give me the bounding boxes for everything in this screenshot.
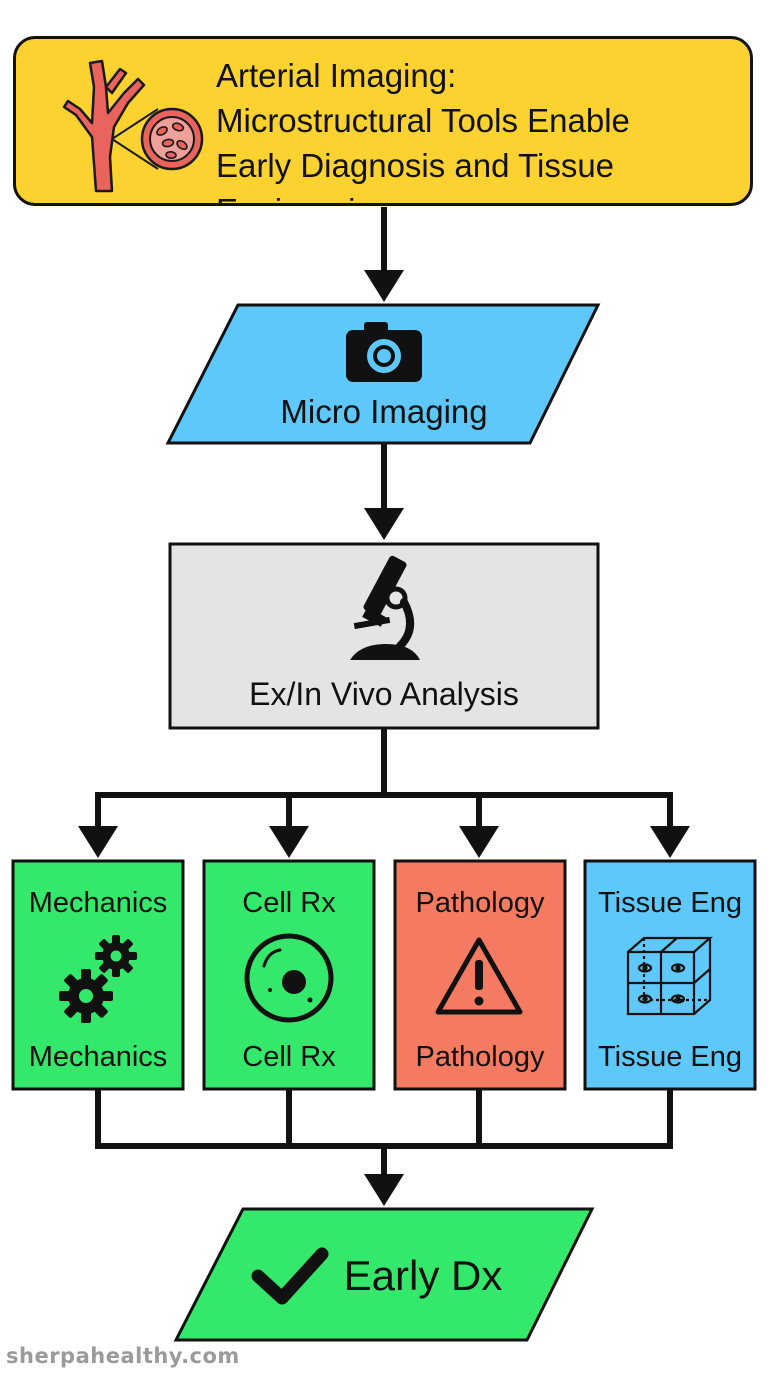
- cell-rx-top-label: Cell Rx: [242, 887, 336, 919]
- node-analysis: Ex/In Vivo Analysis: [168, 542, 600, 730]
- arrowhead-imaging: [364, 270, 404, 302]
- node-tissue-eng: Tissue Eng Tissue Eng: [583, 859, 757, 1091]
- mechanics-top-label: Mechanics: [29, 887, 168, 919]
- pathology-top-label: Pathology: [416, 887, 545, 919]
- arrowhead-analysis: [364, 508, 404, 540]
- checkmark-icon: [251, 1247, 329, 1305]
- title-box: Arterial Imaging: Microstructural Tools …: [13, 36, 753, 206]
- node-cell-rx: Cell Rx Cell Rx: [202, 859, 376, 1091]
- micro-imaging-label: Micro Imaging: [280, 393, 487, 430]
- arrowhead-pathology: [459, 826, 499, 858]
- watermark: sherpahealthy.com: [6, 1344, 240, 1368]
- title-line-2: Microstructural Tools Enable: [216, 102, 630, 139]
- title-line-1: Arterial Imaging:: [216, 57, 457, 94]
- warning-icon: [435, 937, 523, 1015]
- arrowhead-early-dx: [364, 1174, 404, 1206]
- mechanics-bottom-label: Mechanics: [29, 1041, 168, 1073]
- tissue-eng-top-label: Tissue Eng: [598, 887, 742, 919]
- pathology-bottom-label: Pathology: [416, 1041, 545, 1073]
- tissue-eng-bottom-label: Tissue Eng: [598, 1041, 742, 1073]
- early-dx-label: Early Dx: [344, 1252, 503, 1299]
- node-pathology: Pathology Pathology: [393, 859, 567, 1091]
- node-micro-imaging: Micro Imaging: [165, 303, 601, 445]
- connectors: [78, 207, 690, 1206]
- title-line-4: Engineering: [216, 188, 736, 203]
- camera-icon: [346, 322, 422, 382]
- artery-icon: [62, 59, 204, 193]
- microscope-icon: [350, 555, 420, 660]
- arrowhead-tissue: [650, 826, 690, 858]
- node-early-dx: Early Dx: [173, 1207, 595, 1342]
- cell-rx-bottom-label: Cell Rx: [242, 1041, 336, 1073]
- diagram-title: Arterial Imaging: Microstructural Tools …: [216, 53, 736, 203]
- arrowhead-mechanics: [78, 826, 118, 858]
- title-line-3: Early Diagnosis and Tissue: [216, 147, 615, 184]
- gears-icon: [59, 935, 137, 1023]
- cell-icon: [244, 933, 334, 1023]
- node-mechanics: Mechanics Mechanics: [11, 859, 185, 1091]
- scaffold-icon: [626, 936, 713, 1016]
- analysis-label: Ex/In Vivo Analysis: [249, 676, 519, 712]
- arrowhead-cell: [269, 826, 309, 858]
